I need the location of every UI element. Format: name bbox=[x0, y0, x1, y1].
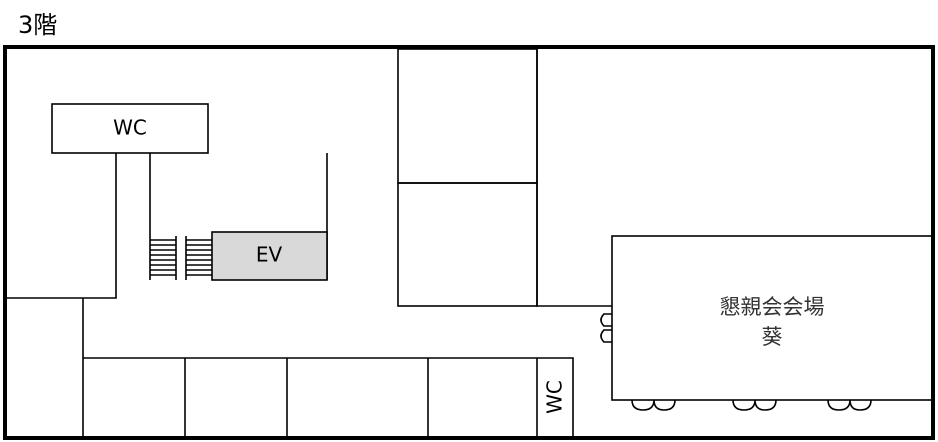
center-room-upper[interactable] bbox=[397, 48, 538, 184]
banquet-hall[interactable] bbox=[611, 235, 934, 401]
elevator[interactable] bbox=[211, 231, 328, 281]
outer-wall bbox=[3, 45, 935, 440]
lower-rooms-top-wall bbox=[83, 357, 574, 438]
small-wc-label: WC bbox=[543, 380, 567, 414]
right-hall-wall bbox=[536, 49, 612, 307]
left-room-wall bbox=[5, 153, 117, 299]
banquet-side-door[interactable] bbox=[600, 313, 612, 343]
elevator-label: EV bbox=[256, 243, 283, 267]
floor-label: 3階 bbox=[18, 11, 58, 39]
banquet-door-1[interactable] bbox=[631, 399, 676, 411]
center-room-lower[interactable] bbox=[397, 182, 538, 307]
stairs-left bbox=[150, 236, 177, 280]
wc-room-label: WC bbox=[113, 116, 147, 140]
wc-room[interactable] bbox=[51, 103, 209, 154]
banquet-door-3[interactable] bbox=[827, 399, 872, 411]
stairs-right bbox=[185, 236, 212, 280]
banquet-hall-label-2: 葵 bbox=[762, 325, 783, 349]
banquet-hall-label-1: 懇親会会場 bbox=[720, 295, 825, 319]
banquet-door-2[interactable] bbox=[732, 399, 777, 411]
